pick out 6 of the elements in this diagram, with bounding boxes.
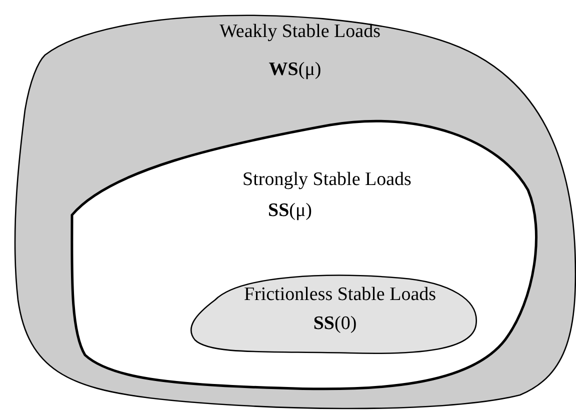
set-label: Frictionless Stable Loads — [244, 285, 436, 306]
set-symbol: SS(μ) — [268, 201, 312, 222]
set-label: Strongly Stable Loads — [242, 170, 412, 191]
set-symbol: SS(0) — [313, 314, 357, 335]
set-label: Weakly Stable Loads — [220, 22, 380, 43]
set-symbol: WS(μ) — [268, 60, 322, 81]
